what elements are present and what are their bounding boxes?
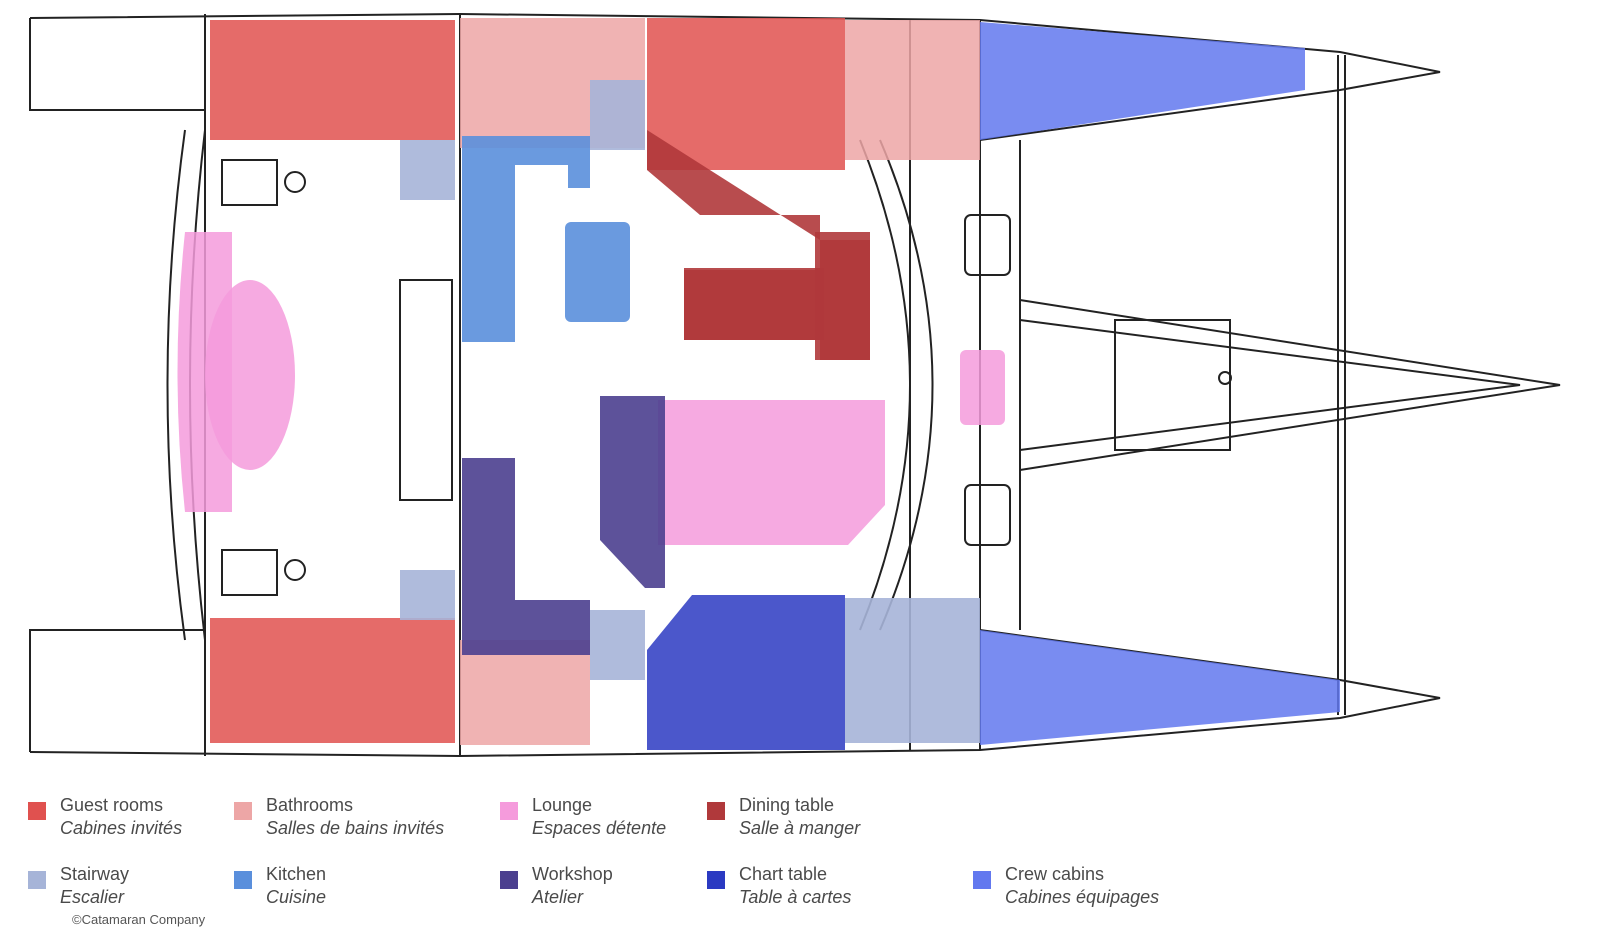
legend-label: Workshop	[532, 864, 613, 884]
legend-swatch	[234, 802, 252, 820]
legend-label: Stairway	[60, 864, 130, 884]
legend-item-lounge: Lounge Espaces détente	[500, 795, 700, 843]
zone-lounge	[177, 232, 1005, 545]
legend-swatch	[500, 871, 518, 889]
legend-label: Bathrooms	[266, 795, 354, 815]
legend-label: Dining table	[739, 795, 835, 815]
legend-swatch	[28, 802, 46, 820]
legend-item-chart-table: Chart table Table à cartes	[707, 864, 907, 912]
legend-swatch	[707, 871, 725, 889]
zone-dining-table	[647, 130, 870, 360]
zone-kitchen	[462, 136, 630, 342]
zone-chart-table	[647, 595, 845, 750]
legend: Guest rooms Cabines invités Bathrooms Sa…	[0, 770, 1600, 937]
legend-swatch	[234, 871, 252, 889]
legend-item-guest-rooms: Guest rooms Cabines invités	[28, 795, 228, 843]
zone-workshop	[462, 396, 665, 655]
legend-swatch	[973, 871, 991, 889]
legend-swatch	[28, 871, 46, 889]
legend-label-fr: Espaces détente	[532, 818, 667, 838]
zone-stairway	[400, 80, 980, 743]
legend-item-workshop: Workshop Atelier	[500, 864, 700, 912]
legend-label-fr: Escalier	[60, 887, 125, 907]
legend-label-fr: Cabines invités	[60, 818, 183, 838]
legend-item-bathrooms: Bathrooms Salles de bains invités	[234, 795, 484, 843]
legend-label-fr: Cabines équipages	[1005, 887, 1160, 907]
legend-swatch	[707, 802, 725, 820]
zone-crew-cabins	[980, 22, 1340, 745]
copyright-credit: ©Catamaran Company	[72, 912, 206, 927]
catamaran-deck-plan	[29, 12, 1561, 758]
legend-label-fr: Table à cartes	[739, 887, 852, 907]
legend-item-crew-cabins: Crew cabins Cabines équipages	[973, 864, 1203, 912]
zone-guest-rooms	[210, 18, 845, 743]
legend-label-fr: Atelier	[532, 887, 584, 907]
legend-label-fr: Salles de bains invités	[266, 818, 445, 838]
legend-label: Crew cabins	[1005, 864, 1105, 884]
legend-swatch	[500, 802, 518, 820]
legend-label-fr: Salle à manger	[739, 818, 861, 838]
legend-label: Lounge	[532, 795, 593, 815]
legend-label-fr: Cuisine	[266, 887, 327, 907]
legend-item-dining-table: Dining table Salle à manger	[707, 795, 907, 843]
legend-item-stairway: Stairway Escalier	[28, 864, 228, 912]
legend-label: Kitchen	[266, 864, 327, 884]
legend-item-kitchen: Kitchen Cuisine	[234, 864, 434, 912]
legend-label: Guest rooms	[60, 795, 164, 815]
legend-label: Chart table	[739, 864, 828, 884]
